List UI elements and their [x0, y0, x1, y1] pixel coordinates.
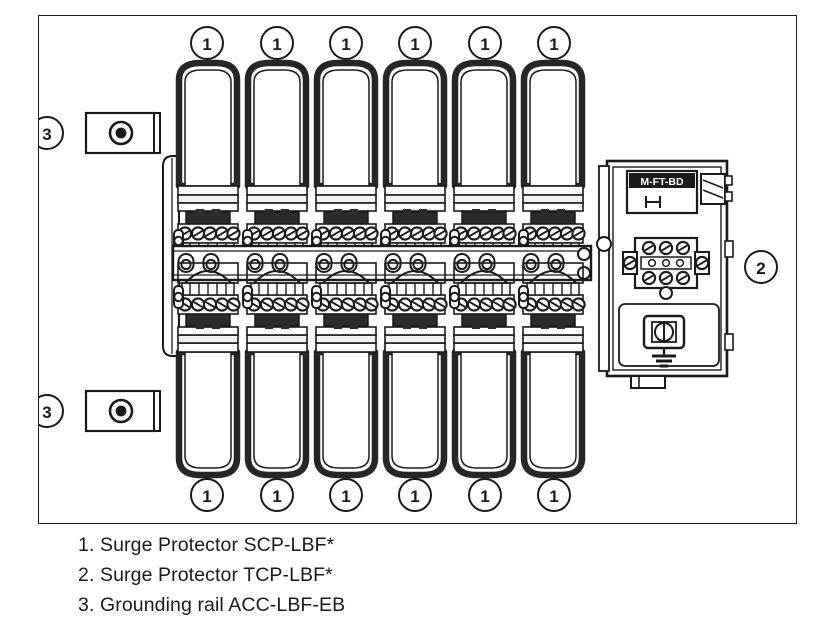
callout-left-top-label: 3 — [42, 125, 51, 144]
legend-item-1: 1. Surge Protector SCP-LBF* — [78, 534, 335, 556]
callout-group-bottom: 1 1 1 1 1 — [190, 478, 571, 512]
scp-module-top-2[interactable] — [243, 63, 309, 275]
grounding-bracket-top — [84, 111, 161, 155]
grounding-rail-center[interactable] — [171, 244, 593, 282]
callout-top-2-label: 1 — [272, 35, 281, 54]
callout-top-3: 1 — [329, 26, 363, 60]
callout-right-module: 2 — [744, 250, 778, 284]
callout-bottom-4: 1 — [398, 478, 432, 512]
tcp-terminal-block[interactable] — [622, 236, 710, 300]
scp-module-top-5[interactable] — [450, 63, 516, 275]
legend-item-3: 3. Grounding rail ACC-LBF-EB — [78, 594, 346, 616]
callout-bottom-5: 1 — [468, 478, 502, 512]
tcp-mount-screw — [596, 236, 612, 252]
scp-module-top-4[interactable] — [381, 63, 447, 275]
callout-group-top: 1 1 1 1 1 — [190, 26, 571, 60]
callout-bottom-3-label: 1 — [341, 487, 350, 506]
callout-bottom-1-label: 1 — [202, 487, 211, 506]
callout-bottom-5-label: 1 — [480, 487, 489, 506]
callout-top-6-label: 1 — [549, 35, 558, 54]
callout-right-module-label: 2 — [756, 259, 765, 278]
legend: 1. Surge Protector SCP-LBF* 2. Surge Pro… — [78, 530, 778, 620]
scp-module-bottom-6[interactable] — [519, 263, 585, 475]
callout-bottom-6: 1 — [537, 478, 571, 512]
callout-bottom-4-label: 1 — [410, 487, 419, 506]
callout-bottom-6-label: 1 — [549, 487, 558, 506]
scp-module-bottom-1[interactable] — [174, 263, 240, 475]
assembly-drawing: 1 1 1 1 1 — [39, 26, 778, 512]
legend-item-2: 2. Surge Protector TCP-LBF* — [78, 564, 333, 586]
earth-ground-icon — [652, 348, 676, 368]
callout-top-5: 1 — [468, 26, 502, 60]
scp-module-row-bottom — [174, 263, 585, 475]
bracket-bolt-hole-inner-bottom — [115, 405, 127, 417]
callout-left-bottom-label: 3 — [42, 403, 51, 422]
callout-bottom-3: 1 — [329, 478, 363, 512]
tcp-top-connector — [700, 173, 733, 205]
tcp-name-plate: M-FT-BD — [625, 169, 699, 215]
scp-module-bottom-2[interactable] — [243, 263, 309, 475]
callout-top-3-label: 1 — [341, 35, 350, 54]
scp-module-row-top — [174, 63, 585, 275]
tcp-module[interactable]: M-FT-BD — [596, 159, 734, 389]
callout-bottom-1: 1 — [190, 478, 224, 512]
scp-module-top-1[interactable] — [174, 63, 240, 275]
callout-top-1: 1 — [190, 26, 224, 60]
grounding-bracket-bottom — [84, 389, 161, 433]
tcp-ground-terminal[interactable] — [642, 314, 686, 350]
callout-left-top: 3 — [39, 116, 64, 150]
tcp-name-plate-text: M-FT-BD — [640, 176, 684, 188]
scp-module-bottom-3[interactable] — [312, 263, 378, 475]
callout-bottom-2: 1 — [260, 478, 294, 512]
diagram-frame: 1 1 1 1 1 — [38, 15, 797, 524]
callout-top-4: 1 — [398, 26, 432, 60]
callout-bottom-2-label: 1 — [272, 487, 281, 506]
callout-left-bottom: 3 — [39, 394, 64, 428]
callout-top-2: 1 — [260, 26, 294, 60]
callout-top-5-label: 1 — [480, 35, 489, 54]
scp-module-top-3[interactable] — [312, 63, 378, 275]
scp-module-bottom-5[interactable] — [450, 263, 516, 475]
callout-top-1-label: 1 — [202, 35, 211, 54]
callout-top-6: 1 — [537, 26, 571, 60]
bracket-bolt-hole-inner-top — [115, 127, 127, 139]
scp-module-top-6[interactable] — [519, 63, 585, 275]
callout-top-4-label: 1 — [410, 35, 419, 54]
scp-module-bottom-4[interactable] — [381, 263, 447, 475]
